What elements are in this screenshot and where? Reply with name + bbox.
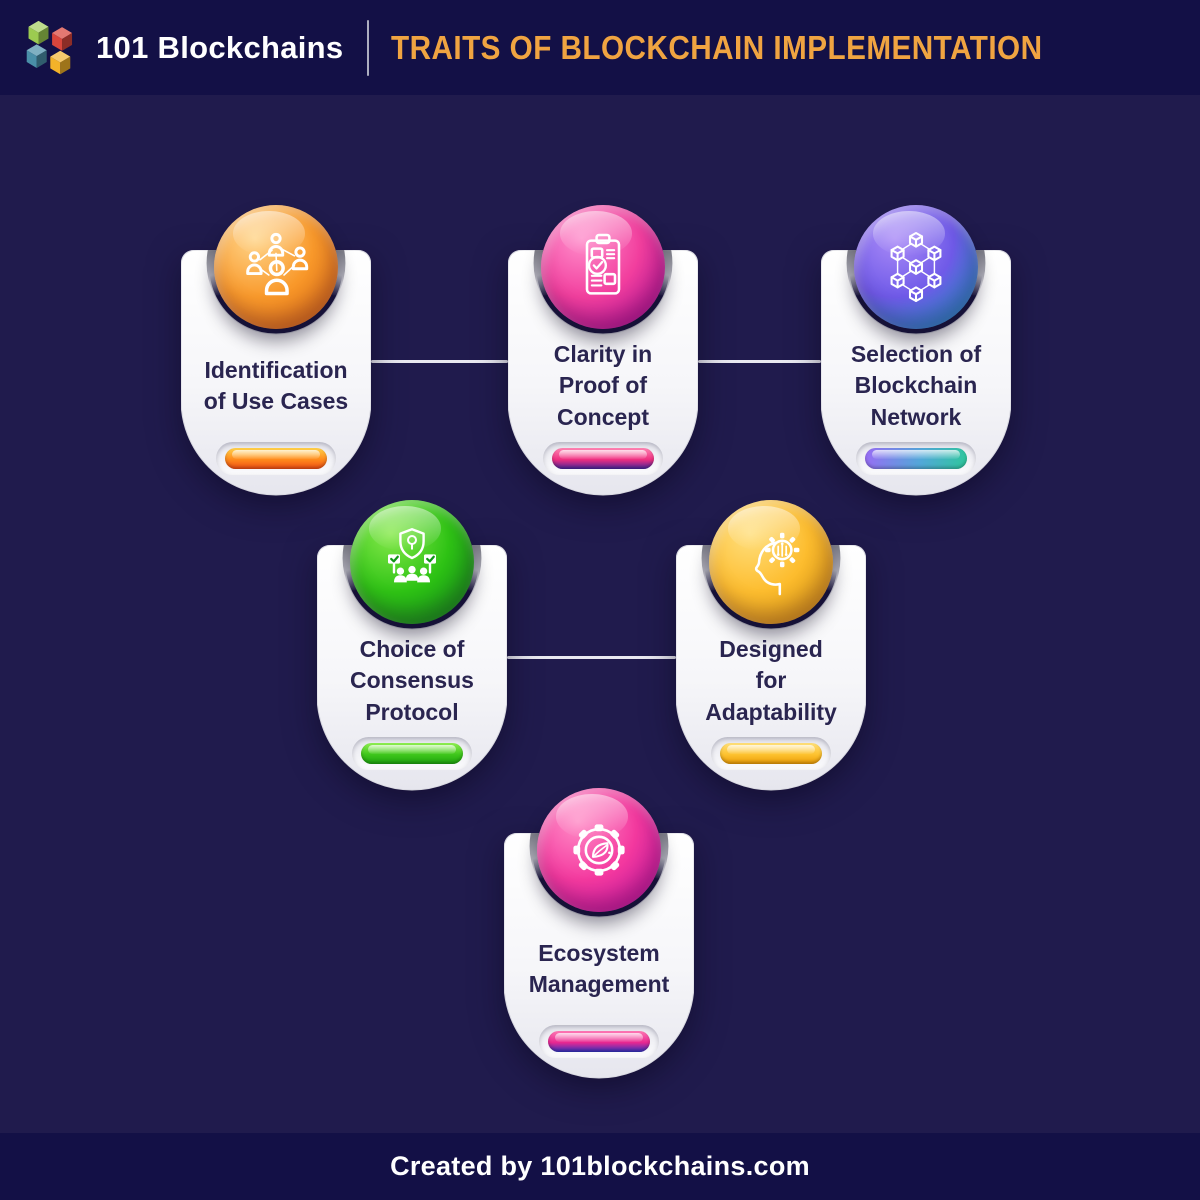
- card-icon-badge: [541, 205, 665, 329]
- pill-accent: [548, 1031, 650, 1052]
- card-icon-badge: [214, 205, 338, 329]
- footer-credit: Created by 101blockchains.com: [390, 1151, 810, 1181]
- card-selection-of-blockchain-network: Selection of Blockchain Network: [821, 205, 1011, 497]
- card-label: Selection of Blockchain Network: [850, 341, 982, 430]
- pill-slot: [856, 442, 976, 475]
- card-label: Designed for Adaptability: [705, 636, 837, 725]
- card-label: Choice of Consensus Protocol: [350, 636, 474, 725]
- pill-slot: [352, 737, 472, 770]
- 101-blockchains-logo-icon: [26, 20, 73, 74]
- connector-line: [371, 360, 508, 363]
- pill-accent: [865, 448, 967, 469]
- pill-slot: [711, 737, 831, 770]
- blockchain-network-cubes-icon: [890, 231, 942, 303]
- card-shape: [821, 250, 1011, 496]
- logo-cube-red: [52, 26, 73, 51]
- brand-name: 101 Blockchains: [96, 29, 344, 65]
- card-icon-badge: [854, 205, 978, 329]
- logo-cube-yellow: [50, 50, 71, 74]
- connector-line: [698, 360, 821, 363]
- card-label: Identification of Use Cases: [203, 356, 349, 414]
- logo-cube-green: [28, 20, 49, 44]
- logo-cube-teal: [26, 43, 47, 68]
- card-shape: [504, 833, 694, 1079]
- card-label: Clarity in Proof of Concept: [553, 341, 653, 430]
- proof-of-concept-clipboard-icon: [585, 233, 621, 295]
- card-icon-badge: [537, 788, 661, 912]
- card-identification-of-use-cases: Identification of Use Cases: [181, 205, 371, 497]
- card-shape: [317, 545, 507, 791]
- card-ecosystem-management: Ecosystem Management: [504, 788, 694, 1080]
- pill-accent: [720, 743, 822, 764]
- footer-bar: Created by 101blockchains.com: [0, 1133, 1200, 1200]
- user-network-icon: [246, 232, 309, 296]
- card-shape: [676, 545, 866, 791]
- pill-accent: [361, 743, 463, 764]
- card-icon-badge: [709, 500, 833, 624]
- card-label: Ecosystem Management: [528, 939, 670, 997]
- card-icon-badge: [350, 500, 474, 624]
- connector-line: [507, 656, 676, 659]
- card-shape: [181, 250, 371, 496]
- adaptability-head-gear-icon: [754, 532, 800, 596]
- page-title: TRAITS OF BLOCKCHAIN IMPLEMENTATION: [391, 28, 1043, 66]
- ecosystem-gear-leaf-icon: [573, 824, 625, 876]
- pill-slot: [543, 442, 663, 475]
- consensus-voting-icon: [388, 528, 436, 583]
- card-shape: [508, 250, 698, 496]
- pill-slot: [539, 1025, 659, 1058]
- header-divider: [367, 19, 370, 76]
- card-choice-of-consensus-protocol: Choice of Consensus Protocol: [317, 500, 507, 792]
- card-designed-for-adaptability: Designed for Adaptability: [676, 500, 866, 792]
- card-clarity-in-proof-of-concept: Clarity in Proof of Concept: [508, 205, 698, 497]
- header-bar: 101 Blockchains TRAITS OF BLOCKCHAIN IMP…: [0, 0, 1200, 95]
- pill-accent: [552, 448, 654, 469]
- pill-accent: [225, 448, 327, 469]
- pill-slot: [216, 442, 336, 475]
